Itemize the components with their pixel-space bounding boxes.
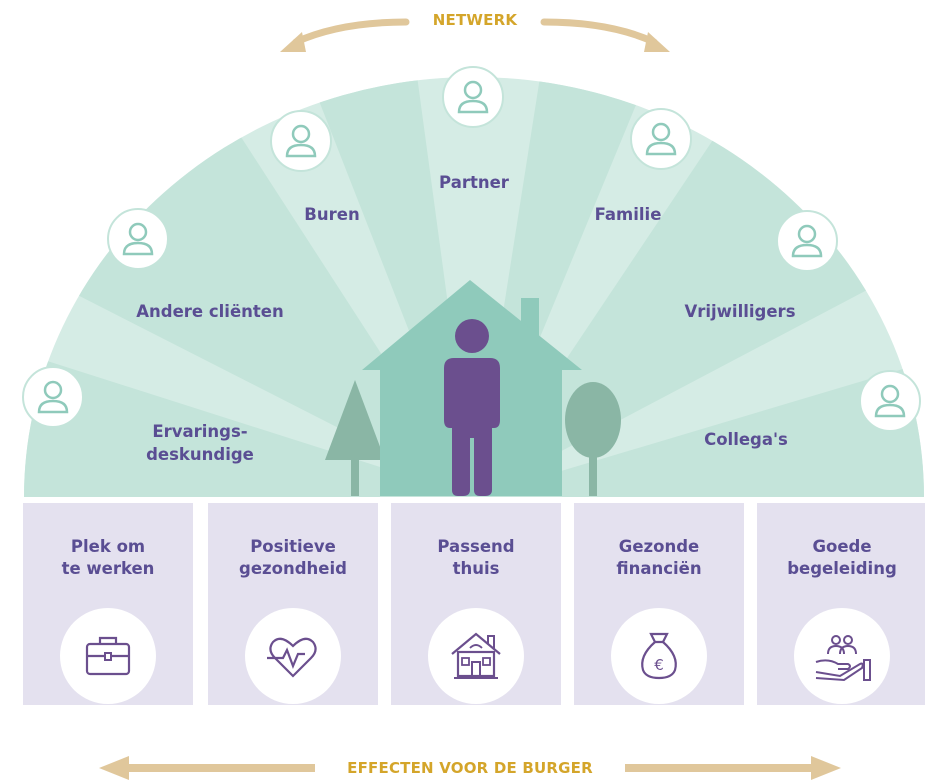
- card-title-line1: Positieve: [250, 537, 336, 556]
- card-passend-thuis: Passend thuis: [391, 503, 561, 705]
- person-icon: [22, 366, 84, 428]
- network-label-collegas: Collega's: [704, 430, 788, 449]
- card-title-line1: Gezonde: [618, 537, 700, 556]
- helping-hand-icon: [815, 635, 871, 682]
- card-icon-circle: €: [611, 608, 707, 704]
- person-icon: [270, 110, 332, 172]
- person-avatar-buren: [270, 110, 332, 176]
- card-title-line2: thuis: [452, 559, 500, 578]
- heart-pulse-icon: [267, 637, 317, 678]
- card-icon-circle: [428, 608, 524, 704]
- person-avatar-andere: [107, 208, 169, 274]
- netwerk-arrow: [280, 18, 670, 52]
- briefcase-icon: [85, 636, 131, 676]
- card-title-line2: te werken: [61, 559, 155, 578]
- card-plek-om-te-werken: Plek om te werken: [23, 503, 193, 705]
- person-icon: [776, 210, 838, 272]
- card-title: Passend thuis: [391, 536, 561, 580]
- person-icon: [107, 208, 169, 270]
- person-avatar-ervaringsdeskundige: [22, 366, 84, 432]
- card-title-line1: Passend: [437, 537, 515, 556]
- card-title: Gezonde financiën: [574, 536, 744, 580]
- card-goede-begeleiding: Goede begeleiding: [757, 503, 925, 705]
- card-title-line1: Goede: [812, 537, 872, 556]
- house-icon: [451, 632, 501, 679]
- network-label-buren: Buren: [304, 205, 360, 224]
- person-figure-icon: [444, 319, 500, 496]
- person-icon: [442, 66, 504, 128]
- network-label-partner: Partner: [439, 173, 509, 192]
- house-illustration: [325, 280, 621, 496]
- card-title-line2: gezondheid: [239, 559, 347, 578]
- person-avatar-partner: [442, 66, 504, 132]
- person-avatar-familie: [630, 108, 692, 174]
- card-gezonde-financien: Gezonde financiën €: [574, 503, 744, 705]
- person-avatar-collegas: [859, 370, 921, 436]
- card-title: Plek om te werken: [23, 536, 193, 580]
- card-title: Goede begeleiding: [757, 536, 925, 580]
- network-label-familie: Familie: [594, 205, 662, 224]
- svg-text:€: €: [654, 656, 664, 674]
- person-icon: [859, 370, 921, 432]
- network-label-andere: Andere cliënten: [136, 302, 284, 321]
- person-avatar-vrijwilligers: [776, 210, 838, 276]
- card-icon-circle: [245, 608, 341, 704]
- money-bag-icon: €: [641, 632, 677, 680]
- card-positieve-gezondheid: Positieve gezondheid: [208, 503, 378, 705]
- card-icon-circle: [60, 608, 156, 704]
- card-title-line2: financiën: [616, 559, 702, 578]
- effecten-arrow: [99, 756, 841, 780]
- netwerk-label: NETWERK: [432, 11, 518, 29]
- network-label-vrijwilligers: Vrijwilligers: [684, 302, 796, 321]
- card-title-line2: begeleiding: [787, 559, 897, 578]
- card-icon-circle: [794, 608, 890, 704]
- card-title-line1: Plek om: [70, 537, 146, 556]
- effecten-label: EFFECTEN VOOR DE BURGER: [347, 759, 593, 777]
- tree-right-icon: [565, 382, 621, 496]
- network-label-ervaringsdeskundige-2: deskundige: [146, 445, 254, 464]
- tree-left-icon: [325, 380, 385, 496]
- network-label-ervaringsdeskundige-1: Ervarings-: [152, 422, 248, 441]
- person-icon: [630, 108, 692, 170]
- card-title: Positieve gezondheid: [208, 536, 378, 580]
